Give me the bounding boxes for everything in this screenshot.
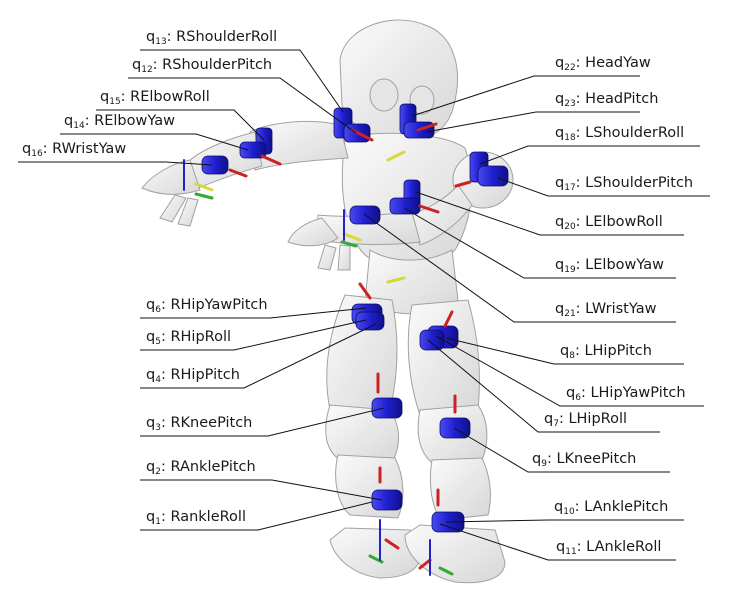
leader-lines bbox=[18, 49, 710, 561]
robot-left-hand bbox=[287, 217, 339, 247]
leader-q6r bbox=[140, 307, 367, 319]
leader-q19 bbox=[403, 207, 676, 279]
leader-q7 bbox=[427, 339, 660, 433]
label-q19: q19: LElbowYaw bbox=[555, 257, 664, 275]
motor-q17 bbox=[477, 165, 509, 187]
motor-q3 bbox=[371, 397, 403, 419]
label-q21: q21: LWristYaw bbox=[555, 301, 657, 319]
robot-left-foot bbox=[404, 524, 506, 584]
joint-motors bbox=[201, 103, 509, 533]
label-q6-right: q6: RHipYawPitch bbox=[146, 297, 268, 315]
leader-q3 bbox=[140, 407, 385, 437]
label-q12: q12: RShoulderPitch bbox=[132, 57, 273, 75]
leader-q21 bbox=[363, 213, 676, 323]
leader-q16 bbox=[18, 161, 213, 166]
label-q4: q4: RHipPitch bbox=[146, 367, 240, 385]
leader-q8 bbox=[445, 337, 684, 365]
label-q2: q2: RAnklePitch bbox=[146, 459, 256, 477]
leader-q6l bbox=[435, 335, 704, 407]
label-q11: q11: LAnkleRoll bbox=[556, 539, 662, 557]
leader-q2 bbox=[140, 479, 383, 501]
robot-eye-right bbox=[369, 78, 399, 112]
label-q5: q5: RHipRoll bbox=[146, 329, 232, 347]
leader-q12 bbox=[128, 77, 357, 134]
leader-q23 bbox=[425, 111, 640, 133]
motor-q14 bbox=[239, 141, 267, 159]
label-q9: q9: LKneePitch bbox=[532, 451, 637, 469]
label-q10: q10: LAnklePitch bbox=[554, 499, 669, 517]
leader-q18 bbox=[479, 145, 700, 165]
label-q3: q3: RKneePitch bbox=[146, 415, 253, 433]
label-q8: q8: LHipPitch bbox=[560, 343, 652, 361]
leader-q20 bbox=[415, 191, 684, 236]
joint-frames bbox=[183, 122, 472, 576]
motor-q2 bbox=[371, 489, 403, 511]
leader-q14 bbox=[60, 133, 249, 151]
robot-left-shin bbox=[429, 457, 491, 521]
label-q14: q14: RElbowYaw bbox=[64, 113, 175, 131]
label-q1: q1: RankleRoll bbox=[146, 509, 246, 527]
label-q15: q15: RElbowRoll bbox=[100, 89, 210, 107]
motor-q7 bbox=[419, 329, 445, 351]
label-q23: q23: HeadPitch bbox=[555, 91, 659, 109]
leader-q17 bbox=[497, 177, 710, 197]
leader-q10 bbox=[445, 519, 684, 523]
motor-q16 bbox=[201, 155, 229, 175]
robot-head bbox=[339, 19, 458, 141]
motor-q19 bbox=[389, 197, 421, 215]
leader-q4 bbox=[140, 323, 377, 389]
leader-q1 bbox=[140, 501, 373, 531]
label-q16: q16: RWristYaw bbox=[22, 141, 127, 159]
robot-right-hand bbox=[141, 159, 201, 195]
leader-q15 bbox=[96, 109, 265, 141]
leader-q11 bbox=[439, 523, 676, 561]
label-q13: q13: RShoulderRoll bbox=[146, 29, 278, 47]
label-q6-left: q6: LHipYawPitch bbox=[566, 385, 686, 403]
leader-q9 bbox=[453, 427, 670, 473]
label-q18: q18: LShoulderRoll bbox=[555, 125, 685, 143]
label-q17: q17: LShoulderPitch bbox=[555, 175, 694, 193]
robot-left-thigh bbox=[407, 299, 481, 416]
leader-q22 bbox=[411, 75, 640, 117]
robot-right-upper-arm bbox=[249, 121, 349, 171]
leader-q13 bbox=[140, 49, 344, 113]
label-q7: q7: LHipRoll bbox=[544, 411, 628, 429]
leader-q5 bbox=[140, 319, 367, 351]
motor-q5 bbox=[355, 311, 385, 331]
label-q20: q20: LElbowRoll bbox=[555, 214, 663, 232]
label-q22: q22: HeadYaw bbox=[555, 55, 651, 73]
robot-left-upper-arm bbox=[409, 184, 473, 246]
